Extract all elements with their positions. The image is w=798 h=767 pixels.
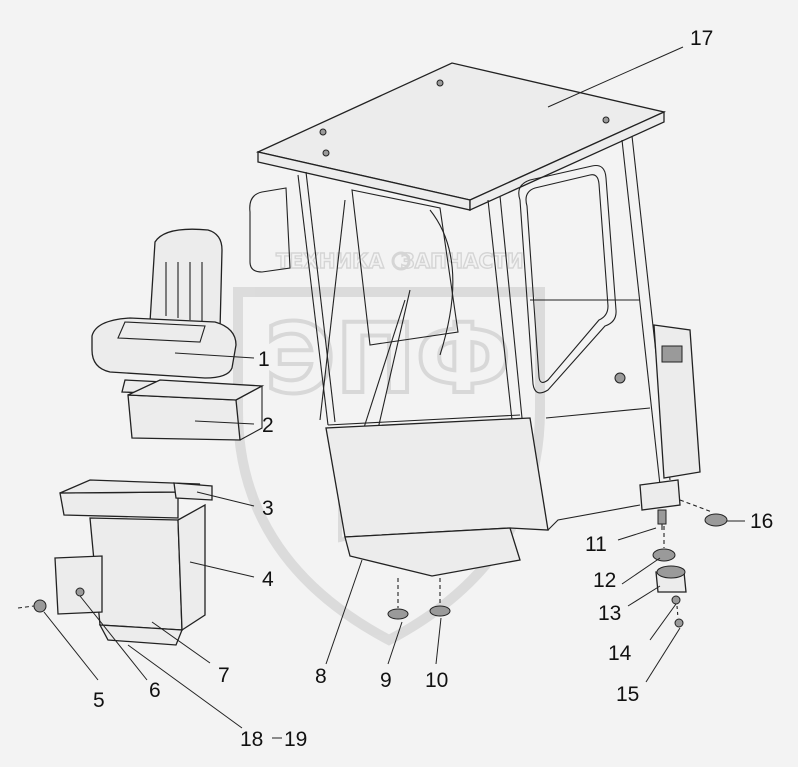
seat-base <box>127 379 265 441</box>
callout-9: 9 <box>380 669 392 692</box>
leader-lines <box>43 46 745 739</box>
callout-12: 12 <box>593 569 616 592</box>
callout-18: 18 <box>240 728 263 751</box>
cab-roof <box>255 62 667 212</box>
callout-2: 2 <box>262 414 274 437</box>
watermark-logo: ЭПФ <box>265 303 511 415</box>
callout-14: 14 <box>608 642 632 665</box>
mount-parts <box>387 499 728 628</box>
callout-19: 19 <box>284 728 307 751</box>
console-assembly <box>17 479 213 646</box>
callout-4: 4 <box>262 568 274 591</box>
gear-icon <box>391 251 411 271</box>
callout-3: 3 <box>262 497 274 520</box>
cab-frame <box>249 135 701 577</box>
callout-17: 17 <box>690 27 713 50</box>
callout-11: 11 <box>585 533 607 556</box>
callout-16: 16 <box>750 510 773 533</box>
callout-7: 7 <box>218 664 230 687</box>
operator-seat <box>91 228 237 397</box>
callout-8: 8 <box>315 665 327 688</box>
callouts: 17 1 2 3 4 5 6 7 8 9 10 11 12 13 14 15 1… <box>93 27 773 751</box>
callout-10: 10 <box>425 669 448 692</box>
callout-6: 6 <box>149 679 161 702</box>
callout-1: 1 <box>258 348 270 371</box>
callout-5: 5 <box>93 689 105 712</box>
callout-13: 13 <box>598 602 621 625</box>
watermark-line1: ТЕХНИКА <box>276 249 385 273</box>
watermark-line2: ЗАПЧАСТИ <box>400 249 523 273</box>
callout-15: 15 <box>616 683 639 706</box>
